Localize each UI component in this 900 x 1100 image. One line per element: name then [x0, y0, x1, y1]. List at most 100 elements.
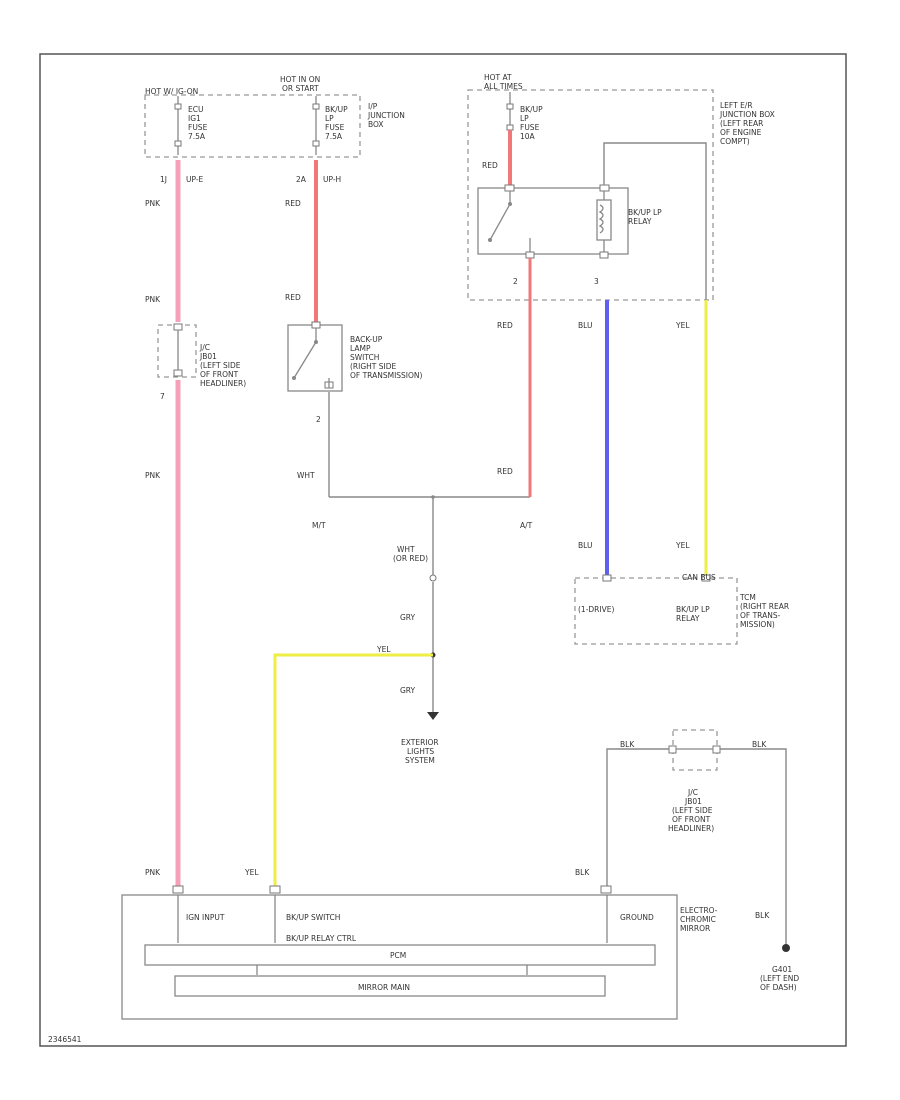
- fuse-a-conn: UP-E: [186, 175, 204, 184]
- relay-label-2: RELAY: [628, 217, 652, 226]
- ip-box-label-1: I/P: [368, 102, 378, 111]
- ground-point: [782, 944, 790, 952]
- fuse-a-name-1: ECU: [188, 105, 203, 114]
- splice-wht-label: WHT: [397, 545, 415, 554]
- wire-label-yel-4: YEL: [675, 541, 690, 550]
- wire-label-blk-4: BLK: [755, 911, 770, 920]
- tcm-right-4: MISSION): [740, 620, 775, 629]
- wire-label-yel-3: YEL: [675, 321, 690, 330]
- exterior-lights-1: EXTERIOR: [401, 738, 439, 747]
- relay-pin-left: 2: [513, 277, 518, 286]
- ip-box-label-2: JUNCTION: [367, 111, 405, 120]
- jc-left-label-5: HEADLINER): [200, 379, 246, 388]
- exterior-lights-3: SYSTEM: [405, 756, 435, 765]
- fuse-b-source2: OR START: [282, 84, 319, 93]
- fuse-a-name-4: 7.5A: [188, 132, 206, 141]
- wire-yel-left: [273, 653, 433, 888]
- mirror-name-3: MIRROR: [680, 924, 710, 933]
- wire-label-gry-1: GRY: [400, 613, 416, 622]
- er-box-label-3: (LEFT REAR: [720, 119, 763, 128]
- tcm-right-2: (RIGHT REAR: [740, 602, 789, 611]
- wire-label-red-2: RED: [285, 293, 301, 302]
- ground-label-2: (LEFT END: [760, 974, 799, 983]
- mirror-pin-relay: BK/UP RELAY CTRL: [286, 934, 357, 943]
- tcm-box: CAN BUS (1-DRIVE) BK/UP LP RELAY TCM (RI…: [574, 573, 789, 645]
- jc-left-label-4: OF FRONT: [200, 370, 239, 379]
- mirror-bar-1-label: PCM: [390, 951, 406, 960]
- junction-connector-left: [157, 323, 197, 378]
- ip-box-label-3: BOX: [368, 120, 384, 129]
- fuse-a-source: HOT W/ IG-ON: [145, 87, 198, 96]
- jc-right-label-5: HEADLINER): [668, 824, 714, 833]
- er-box-label-4: OF ENGINE: [720, 128, 762, 137]
- jc-right-label-4: OF FRONT: [672, 815, 711, 824]
- wire-label-red-1: RED: [285, 199, 301, 208]
- backup-switch-label-1: BACK-UP: [350, 335, 383, 344]
- backup-lamp-relay: [477, 187, 629, 255]
- fuse-b-name-2: LP: [325, 114, 334, 123]
- tcm-mid-2: RELAY: [676, 614, 700, 623]
- footer-code: 2346541: [48, 1035, 82, 1044]
- relay-box-source: HOT AT: [484, 73, 512, 82]
- relay-box-source2: ALL TIMES: [484, 82, 523, 91]
- er-box-label-2: JUNCTION BOX: [719, 110, 775, 119]
- tcm-right-3: OF TRANS-: [740, 611, 781, 620]
- splice-wht-label2: (OR RED): [393, 554, 428, 563]
- relay-fuse-4: 10A: [520, 132, 536, 141]
- tcm-right-1: TCM: [739, 593, 756, 602]
- jc-left-pin: 7: [160, 392, 165, 401]
- tcm-mid-1: BK/UP LP: [676, 605, 710, 614]
- junction-connector-right: [668, 729, 721, 771]
- er-junction-box: HOT AT ALL TIMES LEFT E/R JUNCTION BOX (…: [467, 73, 775, 301]
- mirror-bar-2: [174, 975, 606, 997]
- mirror-pin-ign: IGN INPUT: [186, 913, 225, 922]
- fuse-b-source: HOT IN ON: [280, 75, 320, 84]
- exterior-lights-arrow: [427, 712, 439, 720]
- backup-switch-label-4: (RIGHT SIDE: [350, 362, 397, 371]
- splice-mt: M/T: [312, 521, 326, 530]
- ip-junction-box: HOT W/ IG-ON HOT IN ON OR START I/P JUNC…: [144, 75, 405, 158]
- wire-label-blk-2: BLK: [752, 740, 767, 749]
- jc-right-label-2: JB01: [684, 797, 702, 806]
- wire-label-pnk-3: PNK: [145, 471, 161, 480]
- fuse-b-conn: UP-H: [323, 175, 341, 184]
- wire-label-gry-2: GRY: [400, 686, 416, 695]
- backup-switch-label-5: OF TRANSMISSION): [350, 371, 423, 380]
- fuse-a-name-3: FUSE: [188, 123, 208, 132]
- fuse-a-name-2: IG1: [188, 114, 201, 123]
- backup-lamp-switch: [287, 321, 343, 392]
- backup-switch-label-3: SWITCH: [350, 353, 379, 362]
- jc-left-label-3: (LEFT SIDE: [200, 361, 241, 370]
- fuse-a-pin: 1J: [160, 175, 167, 184]
- mirror-name-1: ELECTRO-: [680, 906, 718, 915]
- ground-label-3: OF DASH): [760, 983, 797, 992]
- electrochromic-mirror: IGN INPUT BK/UP SWITCH BK/UP RELAY CTRL …: [121, 885, 718, 1020]
- jc-right-label-3: (LEFT SIDE: [672, 806, 713, 815]
- wire-blk-right: [720, 748, 787, 945]
- fuse-b-name-3: FUSE: [325, 123, 345, 132]
- wire-label-pnk-4: PNK: [145, 868, 161, 877]
- wire-label-yel-1: YEL: [376, 645, 391, 654]
- diagram-frame: [39, 53, 847, 1047]
- er-box-label-5: COMPT): [720, 137, 750, 146]
- fuse-b-name-1: BK/UP: [325, 105, 348, 114]
- tcm-title: CAN BUS: [682, 573, 716, 582]
- wire-label-blk-3: BLK: [575, 868, 590, 877]
- wire-label-red-4: RED: [497, 467, 513, 476]
- ground-label-1: G401: [772, 965, 792, 974]
- wire-label-red-relay: RED: [482, 161, 498, 170]
- tcm-left: (1-DRIVE): [578, 605, 614, 614]
- mirror-bar-2-label: MIRROR MAIN: [358, 983, 410, 992]
- er-box-label-1: LEFT E/R: [720, 101, 753, 110]
- relay-fuse-2: LP: [520, 114, 529, 123]
- mirror-pin-switch: BK/UP SWITCH: [286, 913, 340, 922]
- wire-label-blu-1: BLU: [578, 321, 592, 330]
- mirror-pin-ground: GROUND: [620, 913, 654, 922]
- relay-pin-right: 3: [594, 277, 599, 286]
- fuse-b-name-4: 7.5A: [325, 132, 343, 141]
- jc-left-label-1: J/C: [199, 343, 210, 352]
- relay-fuse-1: BK/UP: [520, 105, 543, 114]
- jc-right-label-1: J/C: [687, 788, 698, 797]
- jc-left-label-2: JB01: [199, 352, 217, 361]
